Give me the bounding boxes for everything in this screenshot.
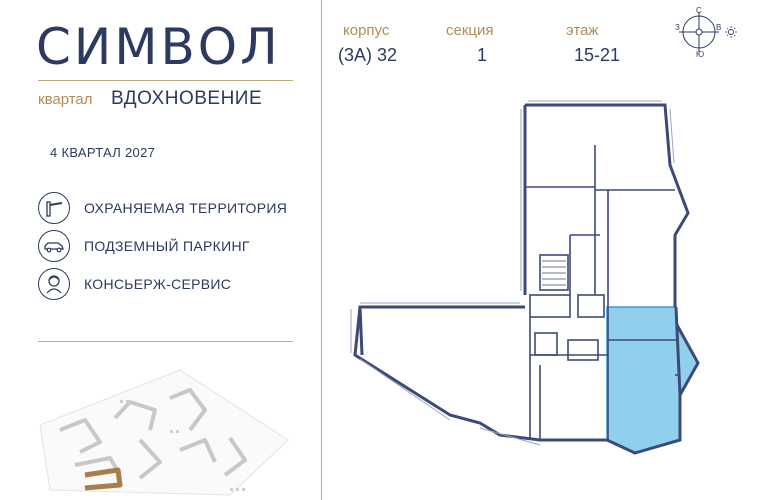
district-name: ВДОХНОВЕНИЕ <box>111 88 263 109</box>
feature-label: ОХРАНЯЕМАЯ ТЕРРИТОРИЯ <box>84 200 288 216</box>
section-value: 1 <box>477 45 488 65</box>
concierge-icon <box>38 268 70 300</box>
floor-label: этаж <box>566 22 599 39</box>
compass-east: В <box>716 23 721 32</box>
feature-security: ОХРАНЯЕМАЯ ТЕРРИТОРИЯ <box>38 190 287 226</box>
logo: СИМВОЛ <box>36 18 281 76</box>
site-map <box>39 369 289 496</box>
barrier-icon <box>38 192 70 224</box>
completion-date: 4 КВАРТАЛ 2027 <box>50 145 156 160</box>
building-label: корпус <box>343 22 390 39</box>
floor-value: 15-21 <box>574 45 621 65</box>
district-prefix: квартал <box>38 91 93 108</box>
selected-apartment[interactable] <box>606 306 699 454</box>
compass-south: Ю <box>696 50 704 59</box>
floor-plan <box>350 100 700 455</box>
building-marker <box>84 467 123 491</box>
divider-bottom <box>38 341 293 342</box>
divider-top <box>38 80 293 81</box>
sun-icon <box>728 29 734 35</box>
building-value: (3А) 32 <box>338 45 398 65</box>
column-divider <box>321 0 322 500</box>
compass-west: З <box>675 23 680 32</box>
feature-label: КОНСЬЕРЖ-СЕРВИС <box>84 276 232 292</box>
compass-north: С <box>696 6 702 15</box>
car-icon <box>38 230 70 262</box>
feature-label: ПОДЗЕМНЫЙ ПАРКИНГ <box>84 238 250 254</box>
feature-parking: ПОДЗЕМНЫЙ ПАРКИНГ <box>38 228 250 264</box>
feature-concierge: КОНСЬЕРЖ-СЕРВИС <box>38 266 231 302</box>
compass-icon: С Ю З В <box>675 6 737 59</box>
section-label: секция <box>446 22 494 39</box>
